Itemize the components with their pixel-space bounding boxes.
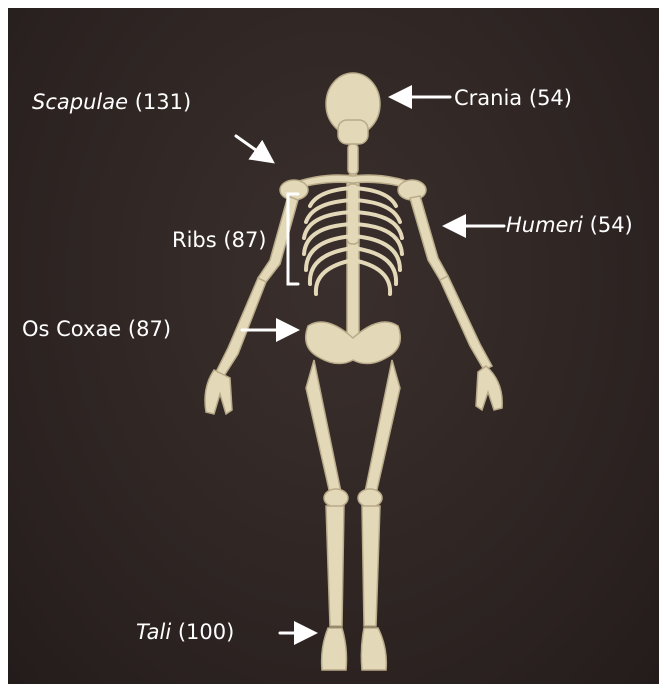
label-ribs: Ribs (87) bbox=[172, 230, 267, 251]
label-scapulae: Scapulae (131) bbox=[32, 92, 191, 113]
jaw bbox=[338, 120, 368, 144]
right-hand bbox=[476, 366, 502, 410]
left-forearm bbox=[216, 278, 266, 376]
arrow-scapulae bbox=[236, 136, 270, 160]
label-tali-count: (100) bbox=[178, 620, 234, 644]
label-tali: Tali (100) bbox=[136, 622, 234, 643]
left-femur bbox=[306, 360, 341, 494]
label-tali-name: Tali bbox=[136, 620, 171, 644]
right-foot bbox=[361, 628, 386, 670]
label-ribs-name: Ribs bbox=[172, 228, 217, 252]
right-knee bbox=[358, 489, 382, 507]
label-scapulae-name: Scapulae bbox=[32, 90, 128, 114]
cervical-spine bbox=[348, 144, 358, 174]
right-humerus bbox=[410, 196, 448, 280]
right-femur bbox=[365, 360, 400, 494]
label-os-coxae: Os Coxae (87) bbox=[22, 319, 171, 340]
right-forearm bbox=[440, 276, 492, 370]
left-hand bbox=[205, 370, 232, 414]
label-os-coxae-name: Os Coxae bbox=[22, 317, 121, 341]
label-crania: Crania (54) bbox=[454, 88, 572, 109]
label-humeri-name: Humeri bbox=[506, 213, 583, 237]
label-crania-name: Crania bbox=[454, 86, 522, 110]
label-humeri-count: (54) bbox=[590, 213, 633, 237]
label-crania-count: (54) bbox=[529, 86, 572, 110]
left-scapula bbox=[280, 180, 308, 200]
left-tibia bbox=[326, 506, 344, 626]
left-knee bbox=[324, 489, 348, 507]
label-humeri: Humeri (54) bbox=[506, 215, 633, 236]
label-os-coxae-count: (87) bbox=[128, 317, 171, 341]
left-foot bbox=[322, 628, 347, 670]
right-tibia bbox=[362, 506, 380, 626]
diagram-canvas: Scapulae (131) Crania (54) Ribs (87) Hum… bbox=[8, 8, 659, 684]
label-ribs-count: (87) bbox=[223, 228, 266, 252]
label-scapulae-count: (131) bbox=[135, 90, 191, 114]
